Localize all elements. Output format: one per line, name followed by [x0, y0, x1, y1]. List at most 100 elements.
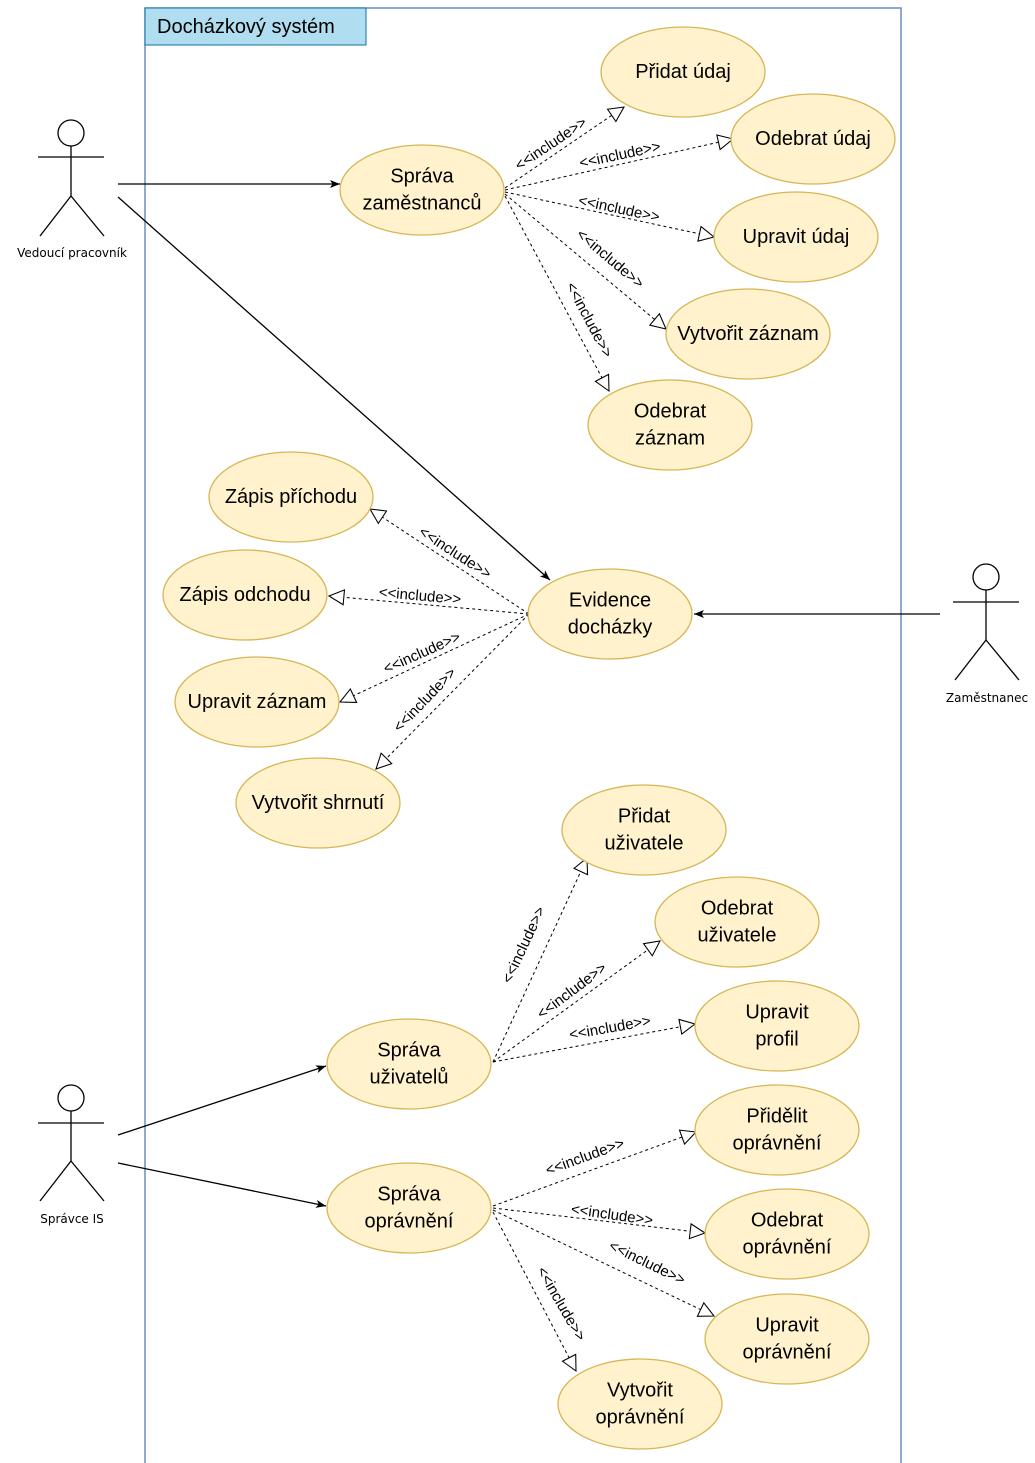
use-case-ellipse	[174, 656, 340, 748]
use-case-label: oprávnění	[365, 1211, 454, 1233]
use-case-ellipse	[587, 379, 753, 471]
include-line	[504, 195, 609, 391]
include-line	[492, 941, 660, 1063]
use-case-odebrat-uziv: Odebrat uživatele	[654, 876, 820, 968]
association-spravce-sprava-uzivatelu	[117, 1065, 327, 1136]
use-case-label: oprávnění	[743, 1342, 832, 1364]
actor-label: Zaměstnanec	[946, 691, 1028, 705]
use-case-label: Správa	[377, 1184, 441, 1206]
include-label: <<include>>	[606, 1237, 688, 1289]
use-case-zapis-prichodu: Zápis příchodu	[208, 451, 374, 543]
use-case-label: Upravit záznam	[188, 691, 327, 713]
use-case-ellipse	[235, 757, 401, 849]
use-case-label: Upravit údaj	[743, 226, 850, 248]
use-case-evidence: Evidence docházky	[527, 568, 693, 660]
use-case-label: profil	[755, 1029, 798, 1051]
include-line	[492, 1209, 714, 1316]
use-case-ellipse	[704, 1293, 870, 1385]
use-case-ellipse	[665, 288, 831, 380]
association-vedouci-evidence	[117, 196, 551, 581]
use-case-label: Přidat	[618, 806, 671, 828]
include-line	[504, 139, 733, 191]
actor-spravce-is: Správce IS	[38, 1084, 105, 1226]
use-case-label: Odebrat údaj	[755, 128, 871, 150]
associations	[117, 180, 940, 1208]
include-label: <<include>>	[499, 904, 549, 986]
use-case-vytvorit-zaznam: Vytvořit záznam	[665, 288, 831, 380]
include-sprava_zam-pridat_udaj: <<include>>	[504, 107, 624, 189]
use-case-label: docházky	[568, 617, 653, 639]
use-case-ellipse	[713, 191, 879, 283]
use-case-label: Vytvořit	[607, 1380, 673, 1402]
include-sprava_opr-pridelit_opr: <<include>>	[492, 1132, 696, 1207]
use-case-ellipse	[654, 876, 820, 968]
use-case-label: Odebrat	[701, 898, 774, 920]
use-case-label: Vytvořit záznam	[677, 323, 819, 345]
include-label: <<include>>	[534, 959, 610, 1022]
system-title-box	[144, 7, 367, 46]
stick-figure-icon	[38, 119, 105, 237]
include-label: <<include>>	[573, 226, 647, 292]
include-sprava_opr-odebrat_opr: <<include>>	[492, 1201, 705, 1233]
use-case-label: Evidence	[569, 590, 651, 612]
use-case-label: Zápis příchodu	[225, 486, 357, 508]
use-case-label: Správa	[377, 1040, 441, 1062]
use-case-vytvorit-shrnuti: Vytvořit shrnutí	[235, 757, 401, 849]
include-label: <<include>>	[562, 280, 616, 361]
use-case-pridelit-opr: Přidělit oprávnění	[694, 1084, 860, 1176]
use-case-upravit-zaznam: Upravit záznam	[174, 656, 340, 748]
use-case-ellipse	[557, 1358, 723, 1450]
include-line	[504, 107, 624, 189]
stick-figure-icon	[38, 1084, 105, 1202]
include-line	[340, 613, 530, 702]
actor-label: Vedoucí pracovník	[17, 246, 127, 260]
use-case-ellipse	[694, 1084, 860, 1176]
actor-vedouci-pracovnik: Vedoucí pracovník	[17, 119, 127, 260]
use-case-ellipse	[600, 26, 766, 118]
use-case-label: Odebrat	[634, 401, 707, 423]
include-label: <<include>>	[378, 584, 462, 608]
use-case-upravit-opr: Upravit oprávnění	[704, 1293, 870, 1385]
use-case-label: záznam	[635, 428, 705, 450]
include-line	[370, 509, 530, 615]
include-line	[492, 1024, 695, 1063]
include-line	[492, 858, 587, 1063]
use-case-label: Upravit	[755, 1315, 819, 1337]
include-label: <<include>>	[416, 523, 495, 582]
include-sprava_zam-upravit_udaj: <<include>>	[504, 191, 714, 237]
use-case-label: uživatele	[698, 925, 777, 947]
use-case-pridat-udaj: Přidat údaj	[600, 26, 766, 118]
use-case-label: uživatele	[605, 833, 684, 855]
use-case-odebrat-udaj: Odebrat údaj	[730, 93, 896, 185]
use-case-label: Přidělit	[746, 1106, 808, 1128]
use-case-label: Vytvořit shrnutí	[252, 792, 385, 814]
include-label: <<include>>	[512, 114, 590, 174]
use-case-upravit-udaj: Upravit údaj	[713, 191, 879, 283]
include-line	[492, 1132, 696, 1207]
association-spravce-sprava-opravneni	[117, 1162, 327, 1208]
actor-label: Správce IS	[40, 1212, 104, 1226]
use-case-label: uživatelů	[370, 1067, 449, 1089]
include-sprava_zam-odebrat_zaznam: <<include>>	[504, 195, 616, 391]
use-case-zapis-odchodu: Zápis odchodu	[162, 549, 328, 641]
use-case-label: Odebrat	[751, 1210, 824, 1232]
use-case-label: oprávnění	[733, 1133, 822, 1155]
include-sprava_opr-vytvorit_opr: <<include>>	[492, 1211, 589, 1371]
use-case-label: Přidat údaj	[635, 61, 731, 83]
use-case-sprava-uziv: Správa uživatelů	[326, 1018, 492, 1110]
use-case-label: zaměstnanců	[363, 193, 482, 215]
include-label: <<include>>	[570, 1201, 654, 1229]
use-case-pridat-uziv: Přidat uživatele	[561, 784, 727, 876]
use-case-ellipse	[694, 980, 860, 1072]
use-case-ellipse	[527, 568, 693, 660]
use-case-sprava-opr: Správa oprávnění	[326, 1162, 492, 1254]
include-label: <<include>>	[577, 192, 662, 226]
stick-figure-icon	[953, 563, 1020, 681]
use-case-odebrat-zaznam: Odebrat záznam	[587, 379, 753, 471]
use-case-ellipse	[561, 784, 727, 876]
use-case-label: oprávnění	[596, 1407, 685, 1429]
